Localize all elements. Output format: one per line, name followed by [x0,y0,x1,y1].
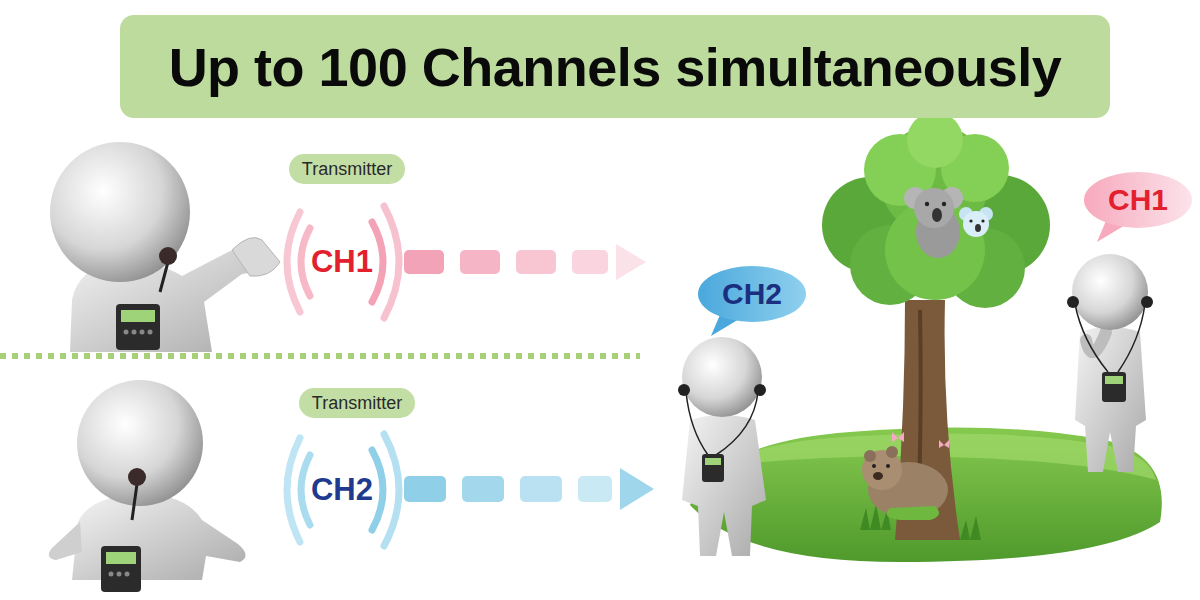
speech-bubble: CH1 [1084,172,1192,228]
speaker-figure [50,142,280,352]
channel-text: CH2 [722,277,782,311]
koala [904,187,993,258]
channel-label: CH2 [311,472,373,508]
channel-label: CH1 [311,244,373,280]
radio-waves [287,434,399,546]
transmitter-tag: Transmitter [299,388,415,418]
speaker-figure [49,380,246,592]
wombat [862,446,948,520]
signal-arrow [404,244,646,280]
title-text: Up to 100 Channels simultaneously [169,36,1062,98]
radio-waves [287,206,399,318]
signal-arrow [404,468,654,510]
butterfly [892,432,949,448]
tag-text: Transmitter [312,393,402,414]
speech-bubble: CH2 [698,266,806,322]
divider-line [0,353,640,359]
title-box: Up to 100 Channels simultaneously [120,15,1110,118]
tag-text: Transmitter [302,159,392,180]
channel-text: CH1 [1108,183,1168,217]
listener-figure [678,337,766,556]
transmitter-tag: Transmitter [289,154,405,184]
tree [822,112,1050,540]
listener-figure [1067,254,1153,472]
